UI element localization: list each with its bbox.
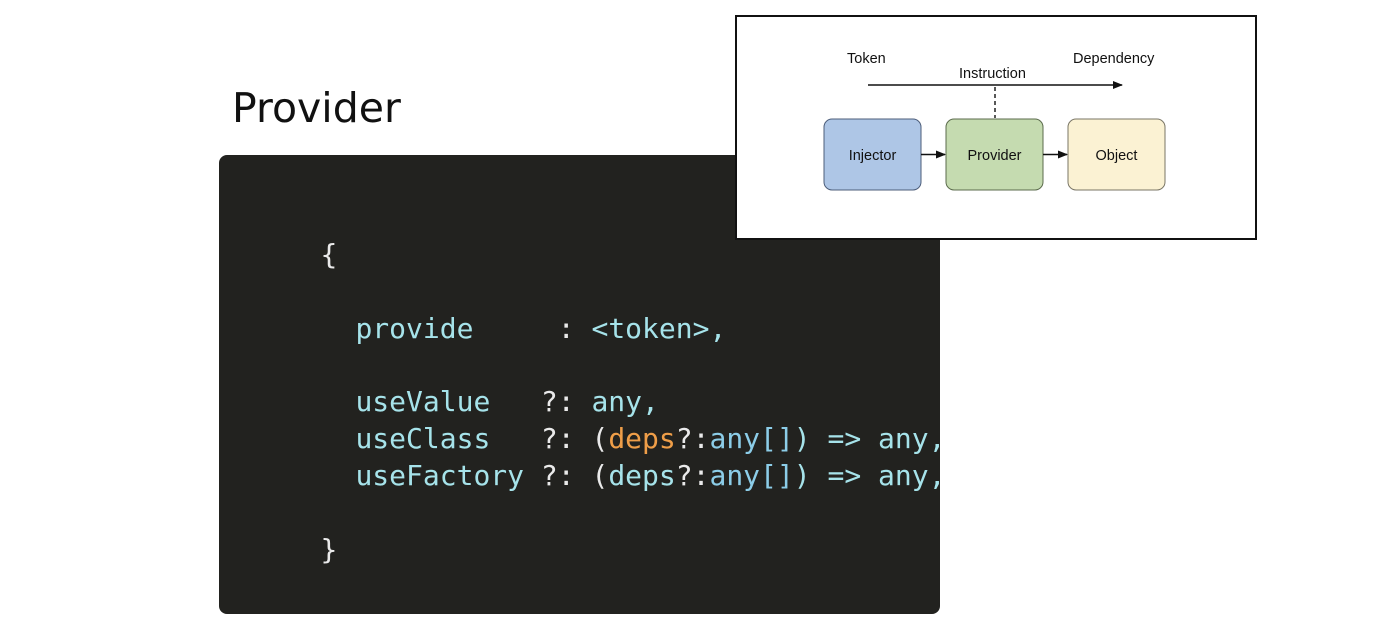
use-factory-param: deps [608,459,676,492]
provide-pad [473,312,557,345]
code-line-use-value: useValue ?: any, [288,348,659,456]
provider-label: Provider [968,148,1022,164]
page-title: Provider [232,84,401,132]
use-class-rest: ) => any, [793,422,946,455]
instruction-label: Instruction [959,66,1026,82]
object-node [1067,118,1166,191]
code-line-use-class: useClass ?: (deps?:any[]) => any, [288,385,945,493]
code-line-use-factory: useFactory ?: (deps?:any[]) => any, [288,422,945,530]
use-factory-pad [524,459,541,492]
use-factory-key: useFactory [355,459,525,492]
close-brace: } [320,533,338,566]
use-value-sep: ?: [540,385,592,418]
dependency-label: Dependency [1073,51,1155,67]
use-factory-param-type: any[] [709,459,794,492]
open-brace: { [320,238,338,271]
use-factory-sep: ?: ( [540,459,609,492]
code-line-provide: provide : <token>, [288,275,726,383]
code-close-brace: } [253,496,337,604]
token-label: Token [847,51,886,67]
di-diagram: Token Dependency Instruction Injector Pr… [735,15,1257,240]
object-label: Object [1096,148,1138,164]
di-diagram-svg: Token Dependency Instruction Injector Pr… [823,51,1166,191]
use-class-sep: ?: ( [540,422,609,455]
use-class-key: useClass [355,422,491,455]
use-class-param-type: any[] [709,422,794,455]
use-value-key: useValue [355,385,491,418]
use-factory-rest: ) => any, [793,459,946,492]
provide-key: provide [355,312,474,345]
provide-value: <token>, [591,312,727,345]
provide-sep: : [557,312,592,345]
use-factory-param-sep: ?: [675,459,710,492]
injector-label: Injector [849,148,897,164]
use-class-param: deps [608,422,676,455]
code-open-brace: { [253,201,337,309]
use-class-param-sep: ?: [675,422,710,455]
use-value-value: any, [591,385,659,418]
